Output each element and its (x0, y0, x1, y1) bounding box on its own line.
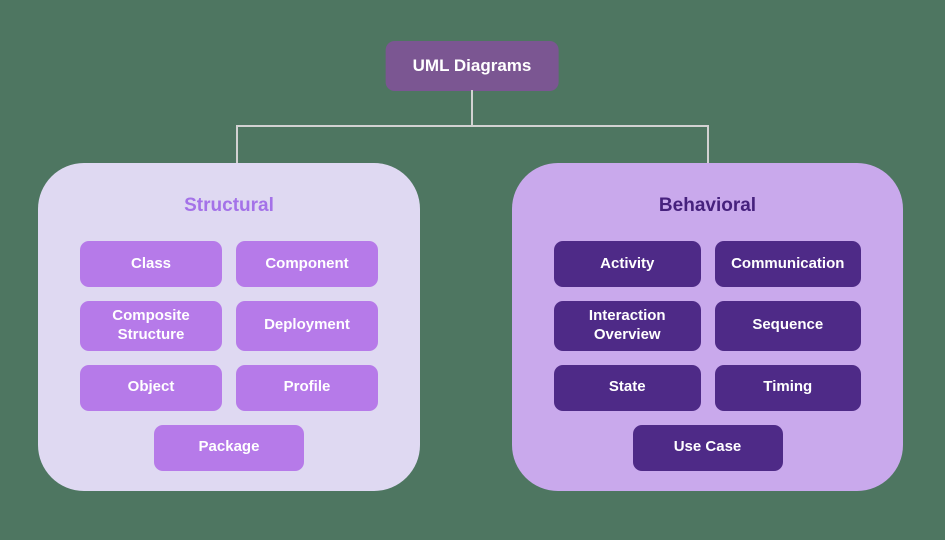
node-use-case: Use Case (632, 424, 783, 471)
group-title-structural: Structural (184, 195, 274, 216)
node-state: State (554, 364, 701, 411)
node-deployment: Deployment (236, 301, 378, 351)
behavioral-items: Activity Communication Interaction Overv… (554, 241, 861, 471)
connector-horizontal (236, 125, 709, 127)
root-node-uml-diagrams: UML Diagrams (385, 41, 559, 91)
node-timing: Timing (714, 364, 861, 411)
group-structural: Structural Class Component Composite Str… (38, 163, 420, 491)
node-package: Package (154, 424, 304, 471)
connector-vertical-top (471, 90, 473, 126)
structural-items: Class Component Composite Structure Depl… (80, 241, 378, 471)
node-sequence: Sequence (714, 301, 861, 351)
connector-vertical-left (236, 125, 238, 165)
node-component: Component (236, 241, 378, 287)
node-interaction-overview: Interaction Overview (554, 301, 701, 351)
group-behavioral: Behavioral Activity Communication Intera… (512, 163, 903, 491)
node-profile: Profile (236, 364, 378, 411)
node-activity: Activity (554, 241, 701, 287)
group-title-behavioral: Behavioral (658, 195, 757, 216)
node-communication: Communication (714, 241, 861, 287)
connector-vertical-right (707, 125, 709, 165)
node-object: Object (80, 364, 222, 411)
node-composite-structure: Composite Structure (80, 301, 222, 351)
node-class: Class (80, 241, 222, 287)
